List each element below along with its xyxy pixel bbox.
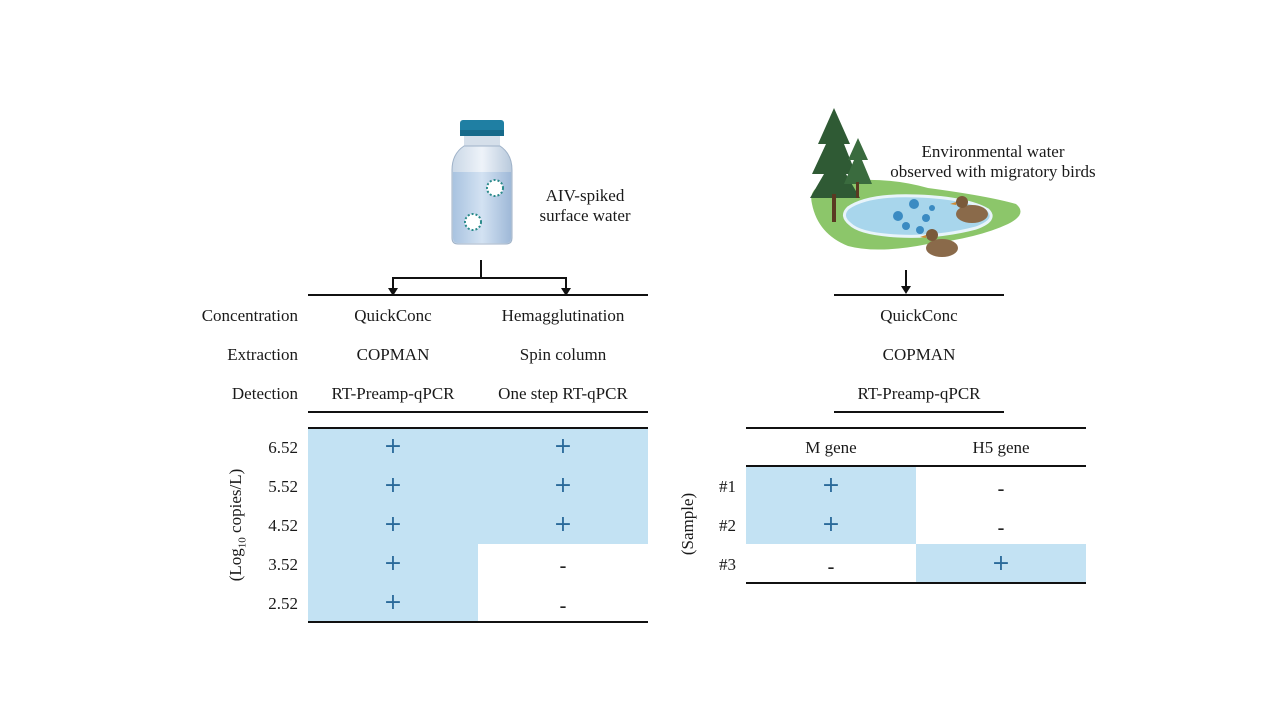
axis-label-sub: 10	[236, 537, 249, 549]
right-positive-block-h5	[916, 544, 1086, 582]
axis-label-suffix: copies/L)	[226, 468, 245, 538]
down-arrow	[901, 270, 911, 294]
result-symbol: +	[383, 590, 403, 615]
right-methods-top-rule	[834, 294, 1004, 296]
method1-extraction: COPMAN	[356, 345, 430, 364]
method2-extraction: Spin column	[519, 345, 607, 364]
result-symbol: +	[821, 512, 841, 537]
result-symbol: +	[383, 473, 403, 498]
result-symbol: -	[827, 555, 835, 579]
right-axis-label: (Sample)	[678, 492, 697, 556]
result-symbol: +	[383, 512, 403, 537]
right-table-top-rule	[746, 427, 1086, 429]
right-method-concentration: QuickConc	[880, 306, 958, 325]
right-method-extraction: COPMAN	[882, 345, 956, 364]
sample-label: #1	[719, 477, 736, 496]
sample-label: #2	[719, 516, 736, 535]
row-label-extraction: Extraction	[227, 345, 298, 364]
method1-detection: RT-Preamp-qPCR	[331, 384, 455, 403]
right-table-bottom-rule	[746, 582, 1086, 584]
left-methods-top-rule	[308, 294, 648, 296]
method2-detection: One step RT-qPCR	[498, 384, 628, 403]
result-symbol: +	[991, 551, 1011, 576]
right-sample-label-line1: Environmental water	[921, 142, 1065, 161]
right-header-rule	[746, 465, 1086, 467]
left-results-bottom-rule	[308, 621, 648, 623]
result-symbol: -	[997, 516, 1005, 540]
right-sample-label-line2: observed with migratory birds	[890, 162, 1096, 181]
water-bottle-icon	[451, 120, 513, 245]
column-header-h5-gene: H5 gene	[972, 438, 1030, 457]
result-symbol: +	[383, 434, 403, 459]
left-sample-label-line2: surface water	[539, 206, 631, 225]
pond-birds-icon	[810, 108, 1021, 257]
left-positive-block-b	[308, 544, 478, 621]
method2-concentration: Hemagglutination	[501, 306, 625, 325]
result-symbol: -	[997, 477, 1005, 501]
left-methods-bottom-rule	[308, 411, 648, 413]
result-symbol: +	[383, 551, 403, 576]
concentration-label: 2.52	[268, 594, 298, 613]
concentration-label: 4.52	[268, 516, 298, 535]
left-sample-label: AIV-spiked surface water	[520, 186, 650, 226]
right-methods-bottom-rule	[834, 411, 1004, 413]
left-results-top-rule	[308, 427, 648, 429]
result-symbol: +	[553, 434, 573, 459]
result-symbol: +	[821, 473, 841, 498]
concentration-label: 5.52	[268, 477, 298, 496]
right-method-detection: RT-Preamp-qPCR	[857, 384, 981, 403]
left-positive-block-a	[308, 429, 648, 544]
result-symbol: -	[559, 554, 567, 578]
concentration-label: 3.52	[268, 555, 298, 574]
method1-concentration: QuickConc	[354, 306, 432, 325]
left-sample-label-line1: AIV-spiked	[545, 186, 625, 205]
right-sample-label: Environmental water observed with migrat…	[868, 142, 1118, 182]
branch-arrow	[388, 260, 571, 296]
result-symbol: -	[559, 594, 567, 618]
right-positive-block-m	[746, 467, 916, 544]
sample-label: #3	[719, 555, 736, 574]
axis-label-prefix: (Log	[226, 548, 245, 582]
row-label-detection: Detection	[231, 384, 298, 403]
result-symbol: +	[553, 473, 573, 498]
result-symbol: +	[553, 512, 573, 537]
column-header-m-gene: M gene	[805, 438, 857, 457]
row-label-concentration: Concentration	[201, 306, 298, 325]
concentration-label: 6.52	[268, 438, 298, 457]
left-axis-label: (Log10 copies/L)	[226, 445, 249, 605]
